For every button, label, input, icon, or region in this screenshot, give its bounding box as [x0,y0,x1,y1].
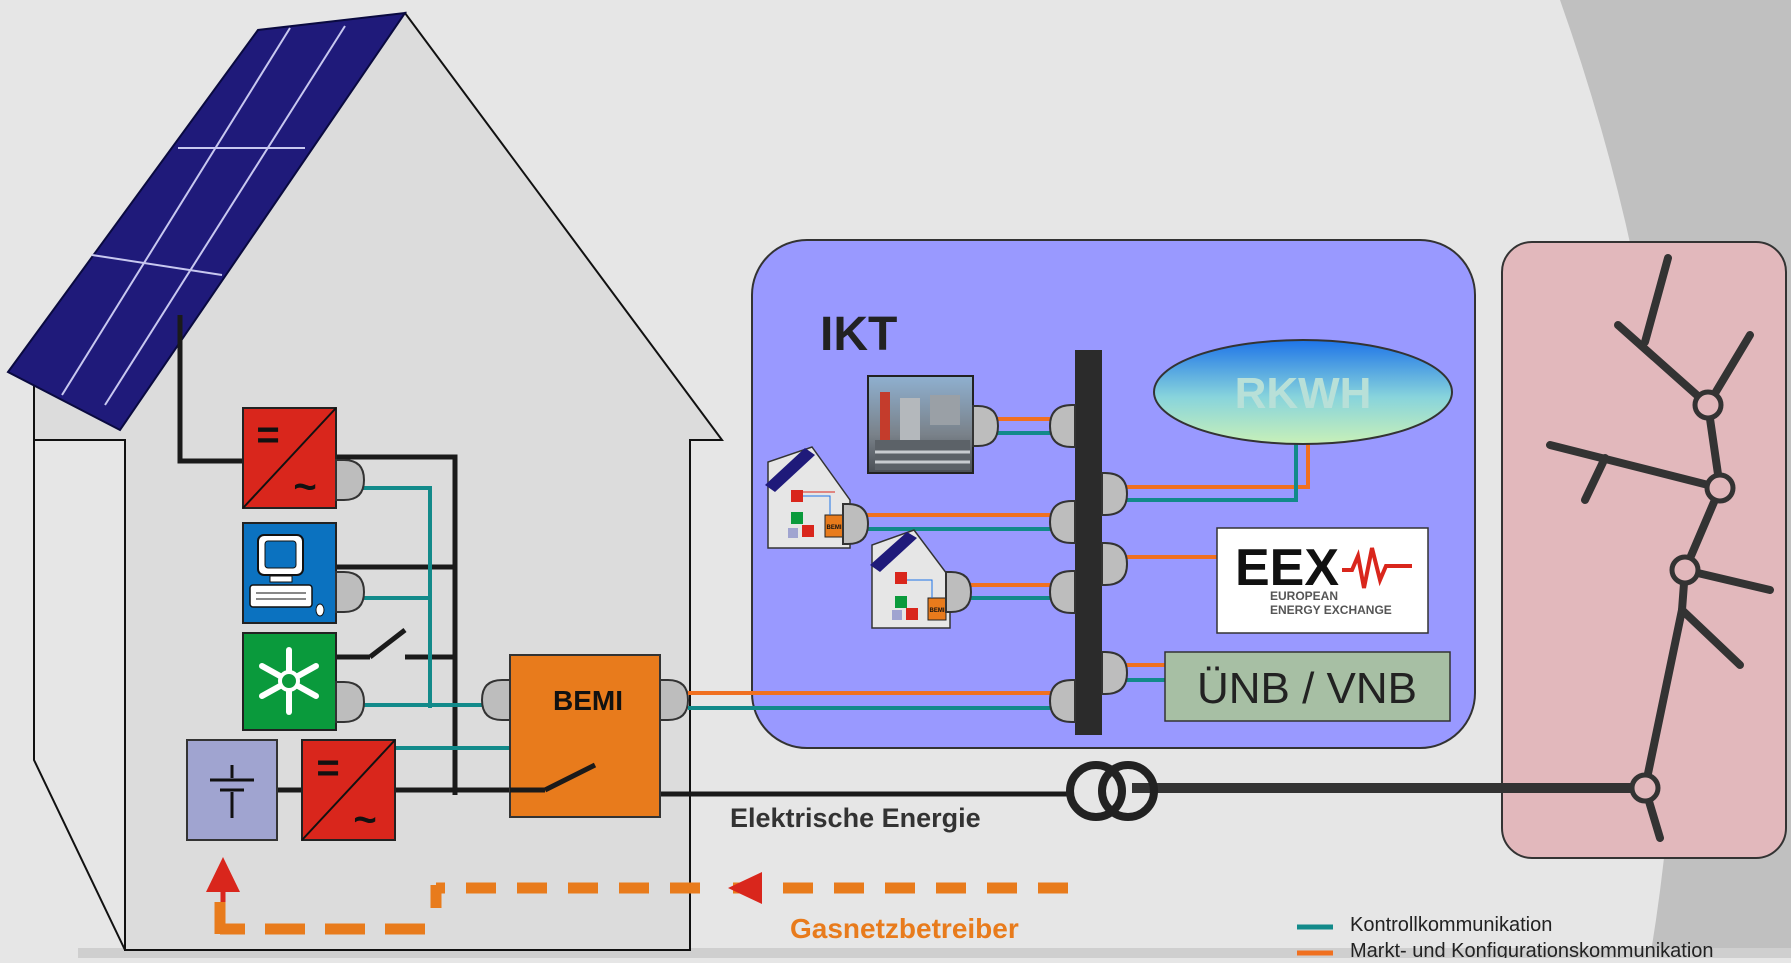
rkwh-label: RKWH [1235,369,1372,418]
bus-connectors-left [1048,404,1076,723]
arrow-up-icon [206,857,240,892]
unb-vnb-box [1164,651,1451,722]
bus-connectors-right [1101,472,1129,695]
eex-pulse-icon [1342,547,1412,589]
bemi-label: BEMI [553,685,623,716]
inverter-icon: = ~ [242,407,337,509]
battery-icon [186,739,278,841]
connector-bemi-left [480,679,511,721]
transformer-icon [1066,761,1158,821]
house-icon: BEMI [870,529,951,629]
connector-computer [335,571,366,613]
mini-bemi-label: BEMI [827,525,842,531]
inverter-icon: = ~ [301,739,396,842]
inverter-ac-symbol: ~ [293,465,316,509]
house1-connector [842,503,870,545]
inverter-dc-symbol: = [256,413,279,457]
house2-connector [945,571,973,613]
market-line [1125,440,1310,489]
eex-title: EEX [1235,539,1339,597]
mini-bemi-label: BEMI [930,608,945,614]
connector-inverter-top [335,459,366,501]
eex-subtitle-1: EUROPEAN [1270,589,1338,603]
legend-label-control: Kontrollkommunikation [1350,914,1552,936]
gas-line [206,857,1068,935]
house-side-wall [33,380,126,951]
elektrische-energie-label: Elektrische Energie [730,803,981,833]
bottom-strip [78,948,1791,958]
gasnetzbetreiber-label: Gasnetzbetreiber [790,913,1019,944]
legend: Kontrollkommunikation Markt- und Konfigu… [1297,914,1714,962]
house-control-wiring [362,486,510,750]
arrow-left-icon [728,872,762,904]
house-icon: BEMI [765,446,851,549]
house: = ~ [6,11,1070,951]
inverter-dc-symbol: = [316,746,339,790]
bemi-box [509,654,661,818]
computer-icon [242,522,337,624]
ikt-label: IKT [820,308,897,361]
control-line [1125,440,1298,502]
solar-panel-icon [6,11,408,432]
inverter-ac-symbol: ~ [353,798,376,842]
connector-bemi-right [659,679,690,721]
eex-subtitle-2: ENERGY EXCHANGE [1270,603,1392,617]
grid-node-icon [1629,389,1736,804]
rkwh-ellipse [1153,339,1453,445]
eex-box [1216,527,1429,634]
unb-vnb-label: ÜNB / VNB [1197,664,1417,713]
house-power-wiring [177,315,1070,797]
switch-icon [510,762,597,793]
connector-cooling [335,681,366,723]
snowflake-icon [242,632,337,731]
grid-network [1546,254,1774,842]
plant-connector [972,405,1000,447]
communication-bus [1075,350,1102,735]
power-plant-icon [867,375,974,474]
legend-label-market: Markt- und Konfigurationskommunikation [1350,940,1714,958]
